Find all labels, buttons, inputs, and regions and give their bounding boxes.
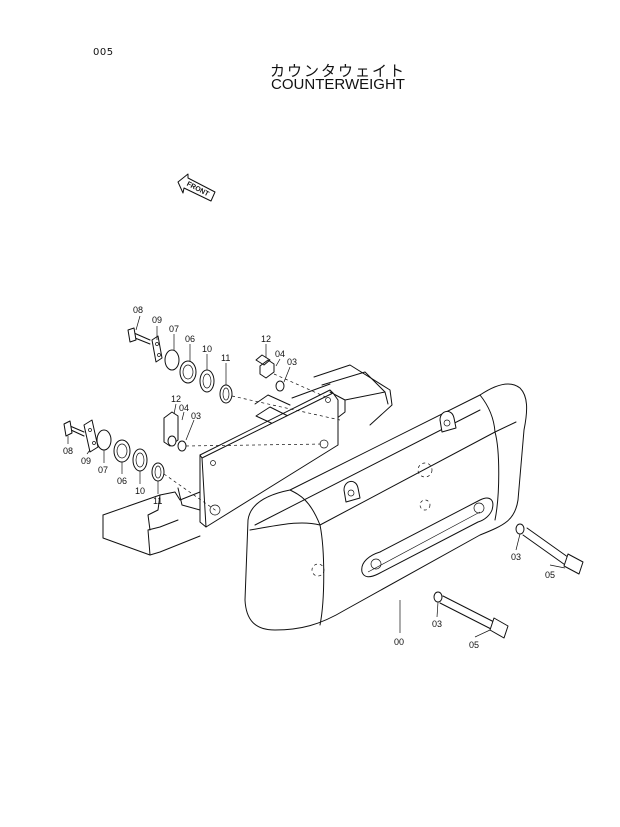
callout-04: 04: [275, 349, 285, 359]
callout-06: 06: [185, 334, 195, 344]
callout-10: 10: [202, 344, 212, 354]
callout-09: 09: [152, 315, 162, 325]
title-japanese: カウンタウェイト: [269, 62, 406, 80]
machine-frame: [102, 487, 201, 556]
callout-05: 05: [469, 640, 479, 650]
callout-12: 12: [171, 394, 181, 404]
callout-08: 08: [133, 305, 143, 315]
callout-00: 00: [394, 637, 404, 647]
callout-07: 07: [98, 465, 108, 475]
callout-03: 03: [191, 411, 201, 421]
frame-rails: [254, 364, 393, 429]
callout-07: 07: [169, 324, 179, 334]
mounting-plate: [199, 389, 339, 528]
callout-08: 08: [63, 446, 73, 456]
callout-03: 03: [511, 552, 521, 562]
upper-fastener-group: [127, 327, 341, 421]
bolt-upper: [515, 523, 584, 575]
callout-11: 11: [221, 353, 230, 363]
page-number: 005: [93, 47, 114, 58]
counterweight-body: [244, 383, 528, 631]
callout-03: 03: [287, 357, 297, 367]
callout-03: 03: [432, 619, 442, 629]
callout-09: 09: [81, 456, 91, 466]
callout-11: 11: [153, 496, 162, 506]
front-direction-arrow: FRONT: [177, 173, 216, 202]
callout-labels: 08 09 07 06 10 11 12 04 03 12 04 03 08 0…: [63, 305, 555, 650]
bolt-lower: [433, 591, 509, 639]
lower-fastener-group: [63, 411, 325, 513]
title-english: COUNTERWEIGHT: [271, 76, 405, 93]
callout-12: 12: [261, 334, 271, 344]
callout-06: 06: [117, 476, 127, 486]
callout-10: 10: [135, 486, 145, 496]
callout-05: 05: [545, 570, 555, 580]
callout-04: 04: [179, 403, 189, 413]
leader-lines: [67, 315, 566, 638]
